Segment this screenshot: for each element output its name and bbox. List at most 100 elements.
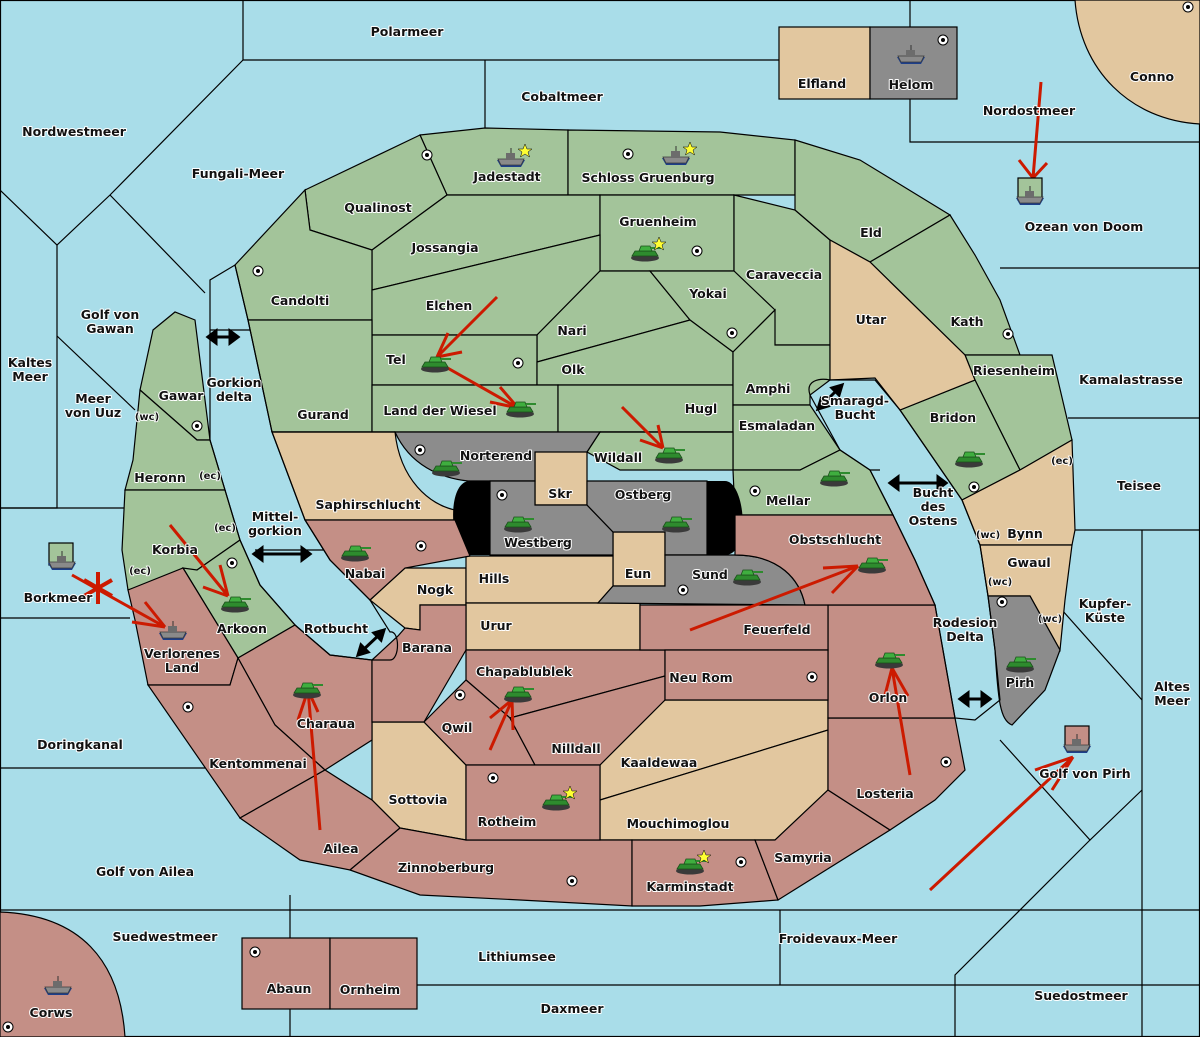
- label-abaun: Abaun: [267, 981, 312, 996]
- supply-center-icon: [940, 756, 952, 768]
- label-korbia: Korbia: [152, 542, 198, 557]
- label-esmaladan: Esmaladan: [739, 418, 815, 433]
- label-suedostmeer: Suedostmeer: [1034, 988, 1128, 1003]
- coast-marker: (wc): [988, 577, 1012, 588]
- label-kaaldewaa: Kaaldewaa: [621, 755, 698, 770]
- supply-center-icon: [968, 481, 980, 493]
- supply-center-icon: [622, 148, 634, 160]
- coast-marker: (ec): [129, 566, 151, 577]
- arrow-elchen-to-tel: [435, 295, 499, 359]
- label-orlon: Orlon: [869, 690, 908, 705]
- supply-center-icon: [454, 689, 466, 701]
- label-nilldall: Nilldall: [551, 741, 600, 756]
- label-qualinost: Qualinost: [344, 200, 411, 215]
- label-tel: Tel: [386, 352, 406, 367]
- supply-center-icon: [487, 772, 499, 784]
- label-rotbucht: Rotbucht: [304, 621, 368, 636]
- label-nogk: Nogk: [417, 582, 454, 597]
- label-ornheim: Ornheim: [340, 982, 400, 997]
- arrow-feuerfeld-to-obstschlucht: [689, 564, 860, 632]
- label-cobaltmeer: Cobaltmeer: [521, 89, 603, 104]
- coast-marker: (wc): [976, 530, 1000, 541]
- territory-elfland: [778, 26, 871, 100]
- supply-center-icon: [1002, 328, 1014, 340]
- label-elchen: Elchen: [426, 298, 473, 313]
- label-zinnoberburg: Zinnoberburg: [398, 860, 494, 875]
- label-mouchimoglou: Mouchimoglou: [627, 816, 730, 831]
- label-hugl: Hugl: [685, 401, 718, 416]
- territory-skr: [534, 450, 588, 506]
- supply-center-icon: [252, 265, 264, 277]
- territory-karminstadt: [631, 839, 779, 907]
- label-kamalastrasse: Kamalastrasse: [1079, 372, 1183, 387]
- label-hills: Hills: [479, 571, 510, 586]
- territory-ornheim: [329, 937, 418, 1010]
- supply-center-icon: [415, 540, 427, 552]
- arrow-hugl-to-wildall: [620, 405, 665, 450]
- territory-gruenheim: [599, 194, 735, 272]
- label-helom: Helom: [889, 77, 934, 92]
- label-nabai: Nabai: [345, 566, 386, 581]
- supply-center-icon: [2, 1021, 14, 1033]
- passage-arrow-icon: [815, 382, 845, 412]
- supply-center-icon: [249, 946, 261, 958]
- label-norterend: Norterend: [460, 448, 532, 463]
- label-nordostmeer: Nordostmeer: [983, 103, 1076, 118]
- supply-center-icon: [414, 444, 426, 456]
- label-gwaul: Gwaul: [1007, 555, 1050, 570]
- impassable-east: [707, 481, 743, 555]
- label-barana: Barana: [402, 640, 452, 655]
- label-gurand: Gurand: [297, 407, 349, 422]
- passage-arrow-icon: [957, 690, 993, 708]
- passage-arrow-icon: [355, 627, 387, 658]
- label-neu-rom: Neu Rom: [669, 670, 732, 685]
- label-arkoon: Arkoon: [217, 621, 267, 636]
- label-fungali-meer: Fungali-Meer: [192, 166, 285, 181]
- supply-center-icon: [421, 149, 433, 161]
- coast-marker: (wc): [1038, 614, 1062, 625]
- label-froidevaux-meer: Froidevaux-Meer: [779, 931, 898, 946]
- label-ostberg: Ostberg: [615, 487, 672, 502]
- label-westberg: Westberg: [504, 535, 572, 550]
- territory-barana: [371, 604, 467, 723]
- coast-marker: (ec): [214, 523, 236, 534]
- arrow-froidevaux-to-golf-von-pirh: [928, 755, 1075, 892]
- label-qwil: Qwil: [442, 720, 473, 735]
- label-eld: Eld: [860, 225, 882, 240]
- arrow-nordostmeer-to-ozean: [1017, 81, 1049, 180]
- label-rotheim: Rotheim: [478, 814, 537, 829]
- label-kupfer-k-ste: Kupfer-Küste: [1079, 596, 1132, 625]
- supply-center-icon: [512, 357, 524, 369]
- supply-center-icon: [806, 671, 818, 683]
- label-teisee: Teisee: [1117, 478, 1161, 493]
- territory-nilldall: [509, 675, 666, 766]
- coast-marker: (ec): [199, 471, 221, 482]
- label-golf-von-pirh: Golf von Pirh: [1039, 766, 1130, 781]
- label-eun: Eun: [625, 566, 651, 581]
- label-urur: Urur: [480, 618, 512, 633]
- label-candolti: Candolti: [271, 293, 330, 308]
- label-ailea: Ailea: [323, 841, 358, 856]
- labels-layer: PolarmeerCobaltmeerNordwestmeerFungali-M…: [7, 23, 1192, 1021]
- label-olk: Olk: [561, 362, 585, 377]
- label-lithiumsee: Lithiumsee: [478, 949, 556, 964]
- label-caraveccia: Caraveccia: [746, 267, 822, 282]
- label-riesenheim: Riesenheim: [973, 363, 1055, 378]
- supply-center-icon: [226, 557, 238, 569]
- territory-conno: [1074, 0, 1200, 125]
- label-wildall: Wildall: [594, 450, 642, 465]
- passage-arrow-icon: [205, 328, 241, 346]
- label-land-der-wiesel: Land der Wiesel: [383, 403, 496, 418]
- label-chapablublek: Chapablublek: [476, 664, 573, 679]
- label-jossangia: Jossangia: [410, 240, 478, 255]
- label-schloss-gruenburg: Schloss Gruenburg: [581, 170, 714, 185]
- label-elfland: Elfland: [798, 76, 846, 91]
- coast-marker: (wc): [135, 412, 159, 423]
- arrow-losteria-to-orlon: [883, 667, 912, 776]
